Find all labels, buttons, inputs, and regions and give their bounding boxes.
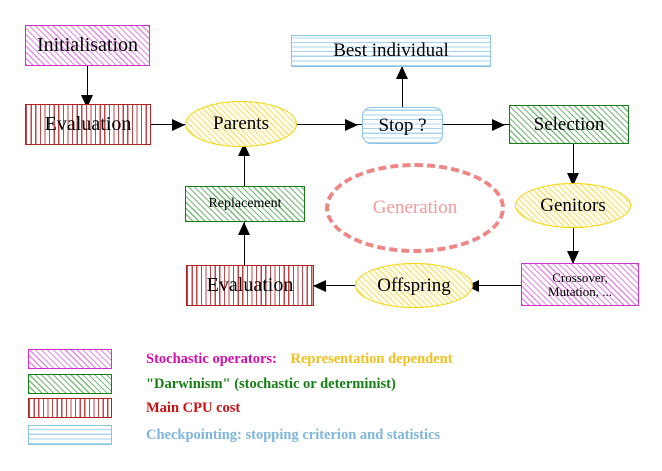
legend-swatch-blue bbox=[28, 425, 112, 445]
node-stop[interactable]: Stop ? bbox=[362, 107, 443, 144]
node-selection[interactable]: Selection bbox=[509, 105, 629, 144]
edge-offspring-evaluation bbox=[313, 285, 365, 287]
edge-parents-stop bbox=[296, 124, 362, 126]
node-generation-label: Generation bbox=[372, 197, 458, 218]
legend: Stochastic operators: Representation dep… bbox=[0, 340, 662, 471]
edge-evaluation-replacement bbox=[244, 222, 246, 266]
edge-stop-best-individual bbox=[402, 66, 404, 108]
edge-evaluation-parents bbox=[151, 124, 191, 126]
node-offspring-label: Offspring bbox=[377, 274, 451, 296]
node-genitors[interactable]: Genitors bbox=[515, 183, 631, 228]
node-replacement[interactable]: Replacement bbox=[185, 186, 305, 222]
node-initialisation-label: Initialisation bbox=[36, 34, 139, 57]
legend-swatch-green bbox=[28, 374, 112, 394]
node-stop-label: Stop ? bbox=[378, 114, 427, 136]
legend-swatch-red bbox=[28, 398, 112, 418]
edge-replacement-parents bbox=[244, 143, 246, 186]
node-evaluation-bottom-label: Evaluation bbox=[206, 274, 294, 297]
edge-initialisation-evaluation bbox=[87, 65, 89, 103]
arrowhead-right bbox=[492, 118, 505, 131]
node-variation-label-line2: Mutation, ... bbox=[548, 283, 612, 299]
node-replacement-label: Replacement bbox=[208, 195, 282, 211]
arrowhead-left bbox=[313, 279, 326, 292]
node-parents-label: Parents bbox=[213, 113, 269, 135]
edge-stop-selection bbox=[443, 124, 509, 126]
node-initialisation[interactable]: Initialisation bbox=[25, 25, 150, 66]
legend-row-checkpointing: Checkpointing: stopping criterion and st… bbox=[28, 424, 440, 446]
node-evaluation-top-label: Evaluation bbox=[44, 113, 132, 136]
legend-row-stochastic: Stochastic operators: Representation dep… bbox=[28, 348, 453, 370]
edge-variation-offspring bbox=[466, 285, 522, 287]
legend-swatch-magenta bbox=[28, 349, 112, 369]
legend-row-darwinism: "Darwinism" (stochastic or determinist) bbox=[28, 373, 396, 395]
legend-label-checkpointing: Checkpointing: stopping criterion and st… bbox=[146, 426, 441, 443]
node-selection-label: Selection bbox=[533, 113, 605, 135]
legend-label-darwinism: "Darwinism" (stochastic or determinist) bbox=[146, 375, 396, 392]
node-generation: Generation bbox=[325, 163, 505, 253]
node-genitors-label: Genitors bbox=[540, 194, 606, 216]
legend-row-cpu-cost: Main CPU cost bbox=[28, 397, 240, 419]
edge-selection-genitors bbox=[573, 144, 575, 182]
arrowhead-right bbox=[172, 118, 185, 131]
node-variation-label-line1: Crossover, bbox=[552, 270, 608, 286]
node-parents[interactable]: Parents bbox=[185, 101, 297, 147]
arrowhead-right bbox=[345, 118, 358, 131]
node-offspring[interactable]: Offspring bbox=[355, 263, 473, 308]
legend-label-main-cpu-cost: Main CPU cost bbox=[146, 399, 241, 416]
arrowhead-up bbox=[238, 222, 250, 235]
legend-label-representation-dependent: Representation dependent bbox=[290, 350, 453, 367]
node-evaluation-top[interactable]: Evaluation bbox=[25, 104, 151, 145]
node-variation[interactable]: Crossover, Mutation, ... bbox=[521, 263, 639, 306]
legend-label-stochastic-operators: Stochastic operators: bbox=[146, 350, 277, 367]
node-best-individual-label: Best individual bbox=[333, 40, 449, 62]
legend-text-stochastic: Stochastic operators: Representation dep… bbox=[146, 351, 453, 368]
node-best-individual[interactable]: Best individual bbox=[291, 35, 491, 67]
edge-genitors-variation bbox=[573, 228, 575, 264]
arrowhead-down bbox=[567, 251, 579, 264]
node-evaluation-bottom[interactable]: Evaluation bbox=[186, 265, 314, 306]
arrowhead-up bbox=[396, 66, 408, 79]
